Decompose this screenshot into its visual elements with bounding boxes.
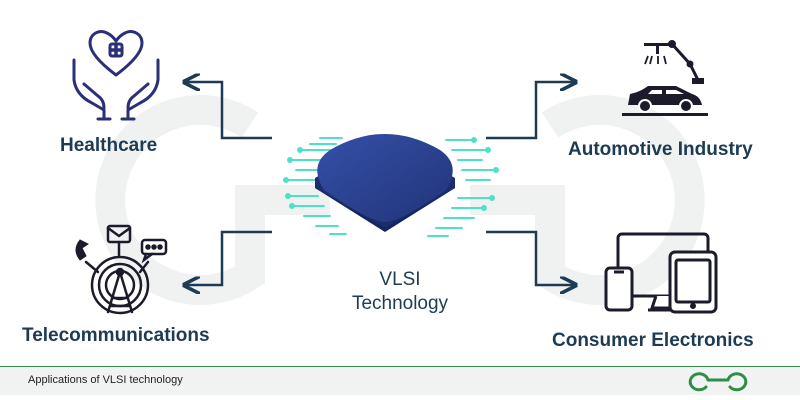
car-robot-arm-icon (622, 40, 708, 116)
label-telecommunications: Telecommunications (22, 325, 210, 346)
geeksforgeeks-logo-icon[interactable] (672, 367, 754, 395)
vlsi-chip-icon (283, 134, 499, 237)
center-label: VLSI Technology (300, 268, 500, 316)
healthcare-hands-heart-icon (72, 30, 160, 121)
arrow-to-consumer (486, 230, 574, 285)
background-watermark (95, 95, 705, 305)
label-healthcare: Healthcare (60, 135, 158, 156)
devices-icon (604, 232, 718, 314)
signal-tower-icon (75, 224, 168, 315)
center-label-line1: VLSI (379, 269, 421, 290)
label-consumer-electronics: Consumer Electronics (552, 330, 754, 351)
footer-caption: Applications of VLSI technology (28, 374, 183, 386)
arrow-to-automotive (486, 82, 574, 140)
center-label-line2: Technology (351, 293, 449, 314)
footer-bar: Applications of VLSI technology (0, 366, 800, 395)
arrow-to-healthcare (186, 82, 272, 140)
connector-arrows (186, 82, 574, 285)
label-automotive: Automotive Industry (568, 139, 753, 160)
arrow-to-telecom (186, 230, 272, 285)
